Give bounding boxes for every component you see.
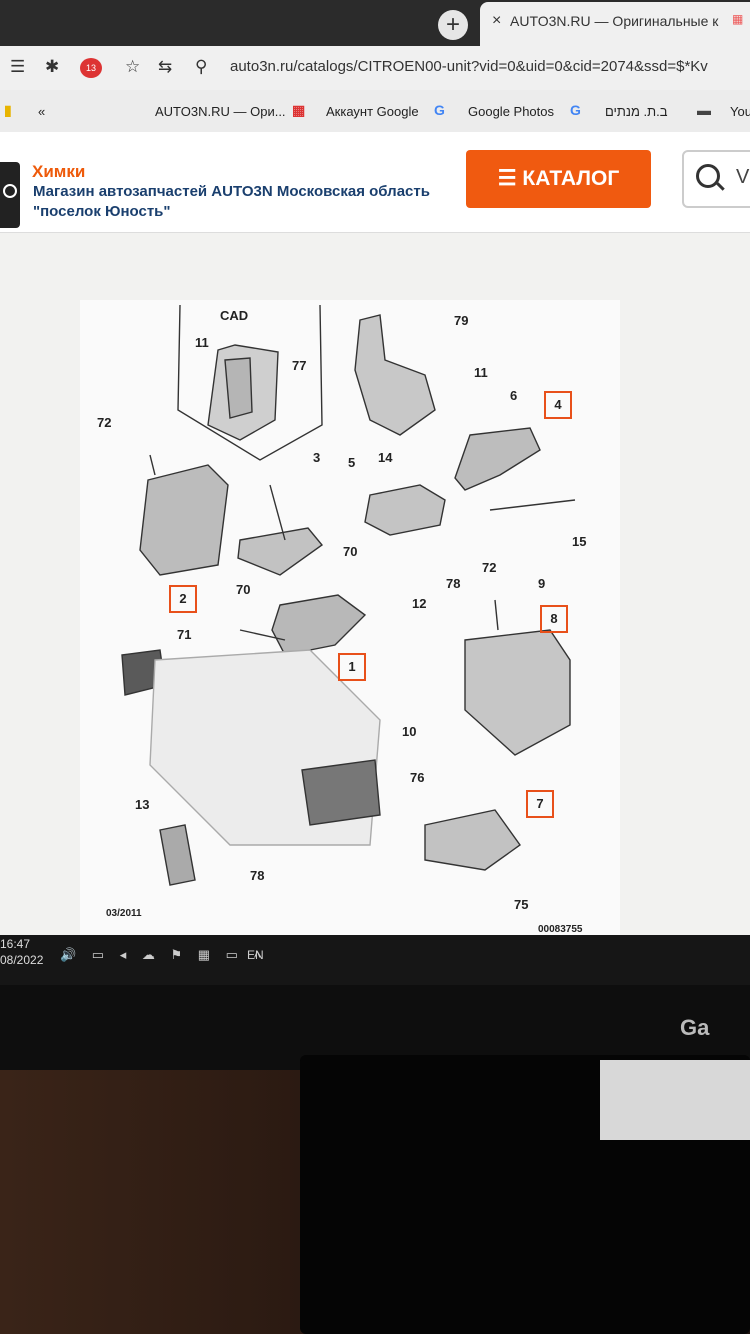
parts-diagram: CAD 11 77 79 11 6 72 3 5 14 15 70 72 78 … <box>80 300 620 940</box>
part-label[interactable]: 77 <box>292 358 307 373</box>
extensions-icon[interactable]: ✱ <box>45 57 60 76</box>
close-icon[interactable]: × <box>492 12 502 29</box>
part-label[interactable]: 78 <box>446 576 461 591</box>
clock-date[interactable]: 08/2022 <box>0 953 44 967</box>
monitor-brand-logo: Ga <box>680 1015 710 1040</box>
diagram-drawing <box>121 304 576 886</box>
background-reflection <box>600 1060 750 1140</box>
diagram-code: 00083755 <box>538 924 583 935</box>
search-icon <box>696 164 720 188</box>
search-input[interactable]: V <box>682 150 750 208</box>
google-icon: G <box>434 102 445 118</box>
bookmarks-chevron[interactable]: « <box>38 104 46 119</box>
language-indicator[interactable]: EN <box>247 948 264 962</box>
part-label[interactable]: 11 <box>195 335 209 350</box>
part-label[interactable]: 72 <box>97 415 112 430</box>
bookmark-you[interactable]: You <box>730 104 750 119</box>
search-icon[interactable]: ⚲ <box>195 57 208 76</box>
part-label-boxed[interactable]: 2 <box>169 585 197 613</box>
search-placeholder: V <box>736 166 750 188</box>
address-bar-row: ☰ ✱ 13 ☆ ⇆ ⚲ auto3n.ru/catalogs/CITROEN0… <box>0 46 750 90</box>
folder-icon[interactable]: ▮ <box>4 102 12 118</box>
new-tab-button[interactable]: + <box>438 10 468 40</box>
store-name: Магазин автозапчастей AUTO3N Московская … <box>33 183 430 220</box>
bookmark-google-account[interactable]: Аккаунт Google <box>326 104 419 119</box>
city-link[interactable]: Химки <box>32 162 86 181</box>
part-label[interactable]: 13 <box>135 797 150 812</box>
part-label[interactable]: 10 <box>402 724 417 739</box>
site-favicon-icon: ▦ <box>292 102 306 118</box>
part-label[interactable]: 5 <box>348 455 356 470</box>
bookmark-google-photos[interactable]: Google Photos <box>468 104 555 119</box>
part-label[interactable]: 79 <box>454 313 469 328</box>
part-label-boxed[interactable]: 7 <box>526 790 554 818</box>
part-label[interactable]: 75 <box>514 897 529 912</box>
catalog-button[interactable]: ☰ КАТАЛОГ <box>466 150 651 208</box>
logo[interactable] <box>0 162 20 228</box>
part-label-boxed[interactable]: 1 <box>338 653 366 681</box>
bookmarks-bar: ▮ « AUTO3N.RU — Ори... ▦ Аккаунт Google … <box>0 90 750 133</box>
part-label[interactable]: 6 <box>510 388 518 403</box>
taskbar: 16:47 08/2022 🔊 ▭ ◂ ☁ ⚑ ▦ ▭ ˄ EN <box>0 935 750 985</box>
star-icon[interactable]: ☆ <box>125 57 141 76</box>
reading-list-icon[interactable]: ☰ <box>10 57 26 76</box>
diagram-title: CAD <box>220 308 249 323</box>
tab-title: AUTO3N.RU — Оригинальные к <box>510 13 719 29</box>
browser-tab[interactable]: × AUTO3N.RU — Оригинальные к ▦ <box>480 2 750 46</box>
diagram-date: 03/2011 <box>106 908 142 919</box>
notification-badge[interactable]: 13 <box>80 58 102 78</box>
part-label[interactable]: 15 <box>572 534 587 549</box>
part-label[interactable]: 71 <box>177 627 192 642</box>
translate-icon[interactable]: ⇆ <box>158 57 173 76</box>
bookmark-hebrew[interactable]: ב.ת. מנתים <box>605 104 668 119</box>
clock-time[interactable]: 16:47 <box>0 937 31 951</box>
part-label[interactable]: 76 <box>410 770 425 785</box>
part-label[interactable]: 11 <box>474 365 488 380</box>
url-field[interactable]: auto3n.ru/catalogs/CITROEN00-unit?vid=0&… <box>230 58 708 75</box>
bookmark-dash-icon: ▬ <box>697 102 711 118</box>
part-label[interactable]: 70 <box>343 544 358 559</box>
part-label[interactable]: 70 <box>236 582 251 597</box>
monitor-screen: + × AUTO3N.RU — Оригинальные к ▦ ☰ ✱ 13 … <box>0 0 750 1000</box>
system-tray-icons[interactable]: 🔊 ▭ ◂ ☁ ⚑ ▦ ▭ ˄ <box>60 947 268 962</box>
favicon-icon: ▦ <box>732 12 744 26</box>
part-label[interactable]: 14 <box>378 450 393 465</box>
tab-bar: + × AUTO3N.RU — Оригинальные к ▦ <box>0 0 750 46</box>
part-label[interactable]: 9 <box>538 576 546 591</box>
part-label[interactable]: 72 <box>482 560 497 575</box>
google-icon: G <box>570 102 581 118</box>
bookmark-auto3n[interactable]: AUTO3N.RU — Ори... <box>155 104 286 119</box>
part-label-boxed[interactable]: 4 <box>544 391 572 419</box>
part-label[interactable]: 12 <box>412 596 427 611</box>
part-label-boxed[interactable]: 8 <box>540 605 568 633</box>
part-label[interactable]: 78 <box>250 868 265 883</box>
part-label[interactable]: 3 <box>313 450 321 465</box>
site-header: Химки Магазин автозапчастей AUTO3N Моско… <box>0 132 750 233</box>
